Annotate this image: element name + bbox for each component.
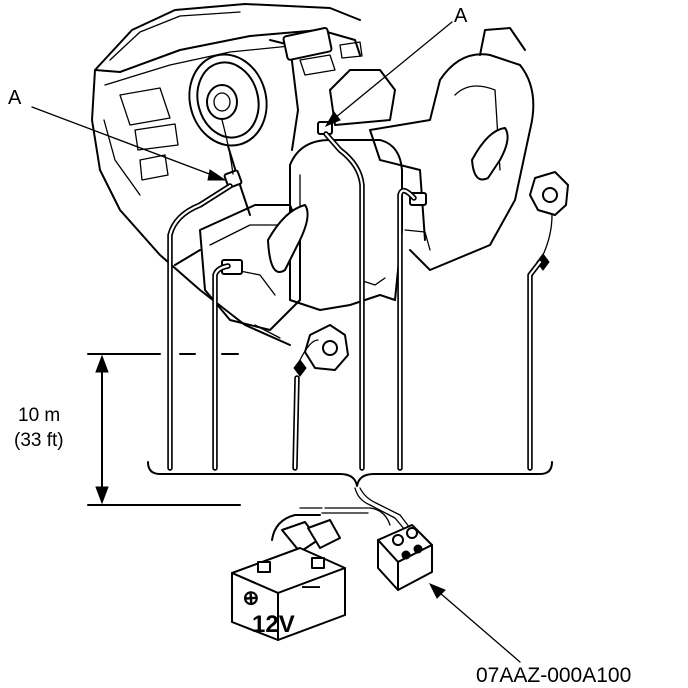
battery-icon: ⊕ — <box>231 514 346 641</box>
svg-text:⊕: ⊕ <box>242 587 260 610</box>
callout-a-left: A <box>8 87 22 109</box>
battery-voltage-label: 12V <box>252 611 295 638</box>
tool-part-number: 07AAZ-000A100 <box>476 664 631 687</box>
distance-dimension <box>87 353 241 506</box>
distance-imperial-label: (33 ft) <box>14 430 64 451</box>
vehicle-interior-icon <box>91 3 535 346</box>
deployment-tool-icon <box>377 524 433 591</box>
leader-lines <box>31 21 521 663</box>
airbag-connector-icon <box>221 121 569 377</box>
deployment-harness <box>167 119 553 471</box>
distance-metric-label: 10 m <box>18 405 60 426</box>
svg-text:—: — <box>302 576 320 596</box>
callout-a-top: A <box>454 5 468 27</box>
wire-bundle-brace <box>147 461 553 487</box>
